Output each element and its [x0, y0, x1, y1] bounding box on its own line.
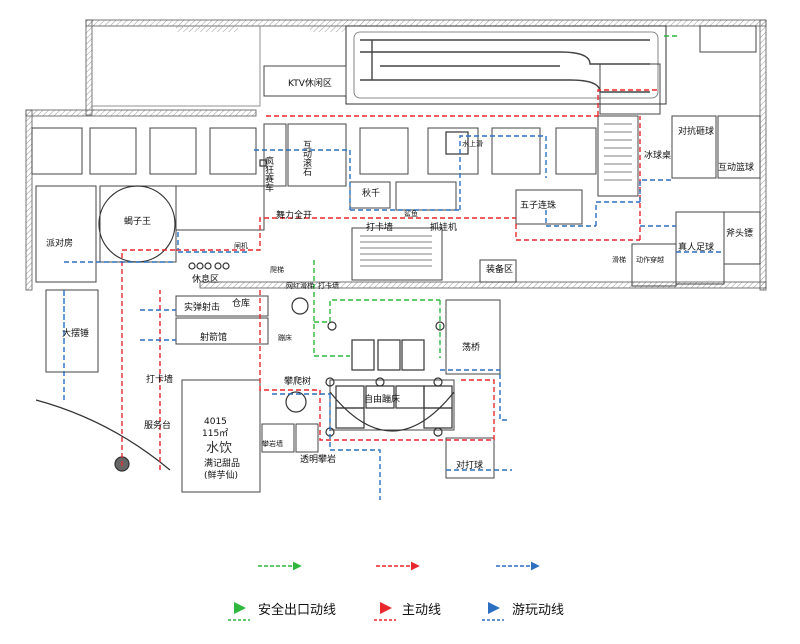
- label-interactive-ball: 互动滚石: [301, 140, 312, 177]
- label-checkin-3: 打卡墙: [318, 281, 339, 290]
- shop-name: 满记甜品: [204, 457, 240, 469]
- label-basketball: 互动篮球: [718, 161, 754, 173]
- label-ice-ball: 冰球桌: [644, 149, 671, 161]
- label-action-wear: 动作穿越: [636, 255, 664, 264]
- label-crazy-car: 疯狂赛车: [263, 155, 274, 193]
- legend-item-main: 主动线: [374, 602, 441, 621]
- label-shooting: 实弹射击: [184, 301, 220, 313]
- label-transparent-rock: 透明攀岩: [300, 453, 336, 465]
- label-bowling: 对打球: [456, 459, 483, 471]
- label-climb-wall: 攀岩墙: [262, 439, 283, 448]
- legend-label-exit: 安全出口动线: [258, 602, 336, 618]
- label-big-swing: 大摆锤: [62, 327, 89, 339]
- label-spider-king: 蝎子王: [124, 216, 151, 227]
- label-shark: 鲨鱼: [404, 209, 418, 218]
- exit-route: [313, 35, 680, 358]
- label-warehouse: 仓库: [232, 297, 250, 309]
- play-route: [63, 135, 722, 500]
- shop-category: 水饮: [206, 441, 232, 456]
- label-ktv: KTV休闲区: [288, 77, 332, 89]
- label-axe: 斧头镖: [726, 227, 753, 239]
- legend: 安全出口动线 主动线 游玩动线: [228, 602, 564, 621]
- label-climb-tree: 攀爬树: [284, 375, 311, 387]
- label-checkin-1: 打卡墙: [366, 221, 393, 233]
- main-route: [121, 89, 660, 470]
- label-dance: 舞力全开: [276, 209, 312, 221]
- stairs: [360, 123, 632, 267]
- legend-item-exit: 安全出口动线: [228, 602, 336, 621]
- label-service: 服务台: [144, 419, 171, 431]
- label-water-game: 水上滑: [462, 139, 483, 148]
- legend-label-main: 主动线: [402, 603, 441, 618]
- shop-area: 115㎡: [202, 428, 228, 439]
- label-trampoline: 自由蹦床: [364, 393, 400, 405]
- label-rest-area: 休息区: [192, 273, 219, 285]
- label-checkin-2: 打卡墙: [146, 373, 173, 385]
- label-catapult: 网红滑梯: [286, 281, 314, 290]
- outer-walls: [25, 19, 767, 291]
- label-equipment: 装备区: [486, 263, 513, 275]
- label-claw: 抓娃机: [430, 221, 457, 233]
- label-bounce: 荡桥: [462, 341, 480, 353]
- shop-info: 4015 115㎡ 水饮 满记甜品 (鲜芋仙): [202, 417, 240, 481]
- label-ladder: 爬梯: [270, 265, 284, 274]
- label-ball-pit: 秋千: [362, 187, 380, 199]
- label-party-room: 派对房: [46, 237, 73, 249]
- label-slide: 滑梯: [612, 255, 626, 264]
- maze-area: [345, 25, 667, 105]
- room-labels: KTV休闲区 疯狂赛车 互动滚石 蝎子王 派对房 休息区 舞力全开 打卡墙 抓娃…: [46, 77, 754, 471]
- shop-id: 4015: [204, 417, 227, 427]
- legend-item-play: 游玩动线: [482, 602, 564, 621]
- label-human-soccer: 真人足球: [678, 241, 714, 253]
- shop-sub: (鲜芋仙): [204, 469, 238, 481]
- trampoline-grid: [259, 131, 469, 429]
- label-archery: 射箭馆: [200, 331, 227, 343]
- legend-label-play: 游玩动线: [512, 603, 564, 618]
- label-anti-gravity: 对抗砸球: [678, 125, 714, 137]
- label-swing: 蹦床: [278, 333, 292, 342]
- label-door: 闸机: [234, 241, 248, 250]
- label-five-line: 五子连珠: [520, 199, 556, 211]
